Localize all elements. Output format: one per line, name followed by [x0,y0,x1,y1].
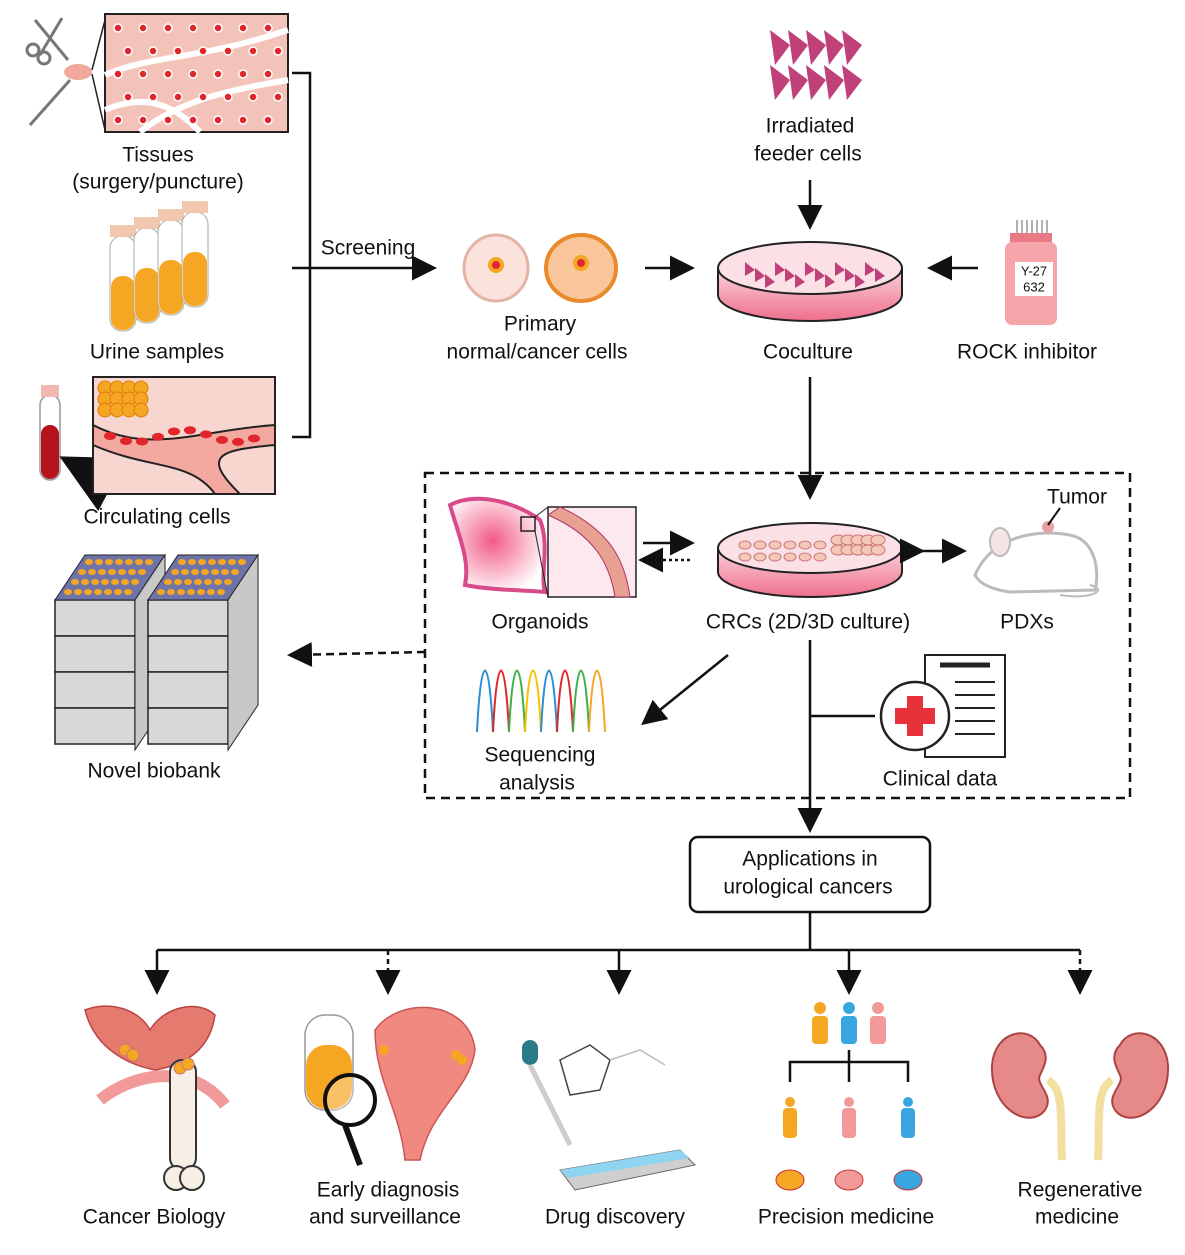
applications-sublabel: urological cancers [723,875,893,899]
primary-cancer-cell-icon [544,233,618,303]
primary-normal-cell-icon [462,233,530,303]
coculture-label: Coculture [763,340,853,364]
organoids-label: Organoids [491,610,589,634]
organoid-icon [447,496,637,598]
outcome-cancer-biology: Cancer Biology [82,1205,226,1229]
outcome-drug-discovery: Drug discovery [544,1205,686,1229]
circulating-label: Circulating cells [83,505,231,529]
sequencing-label: Sequencing [484,743,596,767]
blood-tube-icon [39,385,61,481]
biobank-label: Novel biobank [87,759,221,783]
crc-culture-dish-icon [717,522,903,598]
blood-vessel-icon [92,376,276,495]
urine-tubes-icon [109,201,209,332]
clinical-data-icon [879,654,1006,758]
prostate-bone-icon [84,1005,230,1191]
drug-discovery-icon [522,1040,697,1191]
tumor-label: Tumor [1047,485,1107,509]
outcome-regenerative-line2: medicine [1034,1205,1120,1229]
outcome-regenerative: Regenerative [1017,1178,1143,1202]
bottle-label-1: Y-27 [1020,263,1048,279]
sequencing-chromatogram-icon [476,669,606,733]
precision-medicine-icon [775,1002,923,1191]
sequencing-sublabel: analysis [499,771,575,795]
tissue-magnified-icon [103,13,289,135]
screening-label: Screening [320,236,416,260]
kidneys-icon [990,1032,1170,1161]
tissues-label: Tissues [122,143,194,167]
urine-label: Urine samples [89,340,225,364]
pdxs-label: PDXs [1000,610,1054,634]
feeder-label: Irradiated [765,114,855,138]
early-diagnosis-icon [304,1006,476,1167]
coculture-dish-icon [717,241,903,322]
clinical-data-label: Clinical data [882,767,998,791]
biobank-plates-icon [54,553,259,752]
crcs-label: CRCs (2D/3D culture) [705,610,911,634]
feeder-sublabel: feeder cells [754,142,862,166]
primary-sublabel: normal/cancer cells [446,340,628,364]
bottle-label-2: 632 [1023,279,1045,295]
screening-connector [292,71,437,439]
tissues-sublabel: (surgery/puncture) [72,170,244,194]
outcome-early-diagnosis: Early diagnosis [316,1178,460,1202]
outcome-precision-medicine: Precision medicine [757,1205,935,1229]
rock-inhibitor-label: ROCK inhibitor [956,340,1098,364]
applications-label: Applications in [742,847,878,871]
tissue-sample-icon [64,64,92,80]
outcome-early-diagnosis-line2: and surveillance [309,1205,461,1229]
pdx-mouse-icon [973,507,1099,598]
rock-inhibitor-bottle-icon [1005,220,1057,325]
primary-label: Primary [503,312,577,336]
scissors-icon [25,17,72,126]
crc-platform-box [423,471,1132,800]
feeder-cells-icon [770,30,862,100]
